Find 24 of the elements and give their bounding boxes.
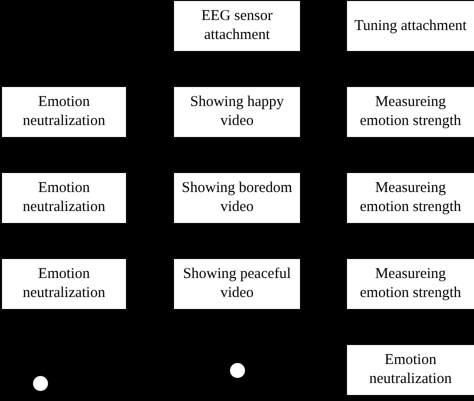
process-box: [347, 87, 474, 137]
box-text: EEG sensor attachment: [200, 7, 274, 45]
process-box: [174, 173, 300, 223]
process-box: [174, 87, 300, 137]
process-box: [347, 173, 474, 223]
process-box: [347, 1, 474, 51]
process-box: [174, 259, 300, 309]
box-text: Measureing emotion strength: [358, 93, 462, 131]
process-box: [174, 1, 300, 51]
box-text: Emotion neutralization: [22, 265, 106, 303]
process-box: [2, 259, 126, 309]
box-text: Emotion neutralization: [368, 351, 453, 389]
box-text: Emotion neutralization: [22, 93, 106, 131]
process-box: [2, 173, 126, 223]
box-text: Measureing emotion strength: [358, 265, 462, 303]
process-box: [347, 345, 474, 395]
box-text: Showing peaceful video: [182, 265, 292, 303]
box-text: Showing boredom video: [180, 179, 294, 217]
box-text: Emotion neutralization: [22, 179, 106, 217]
process-box: [347, 259, 474, 309]
process-box: [2, 87, 126, 137]
box-text: Showing happy video: [189, 93, 285, 131]
box-text: Tuning attachment: [354, 16, 467, 36]
box-text: Measureing emotion strength: [358, 179, 462, 217]
